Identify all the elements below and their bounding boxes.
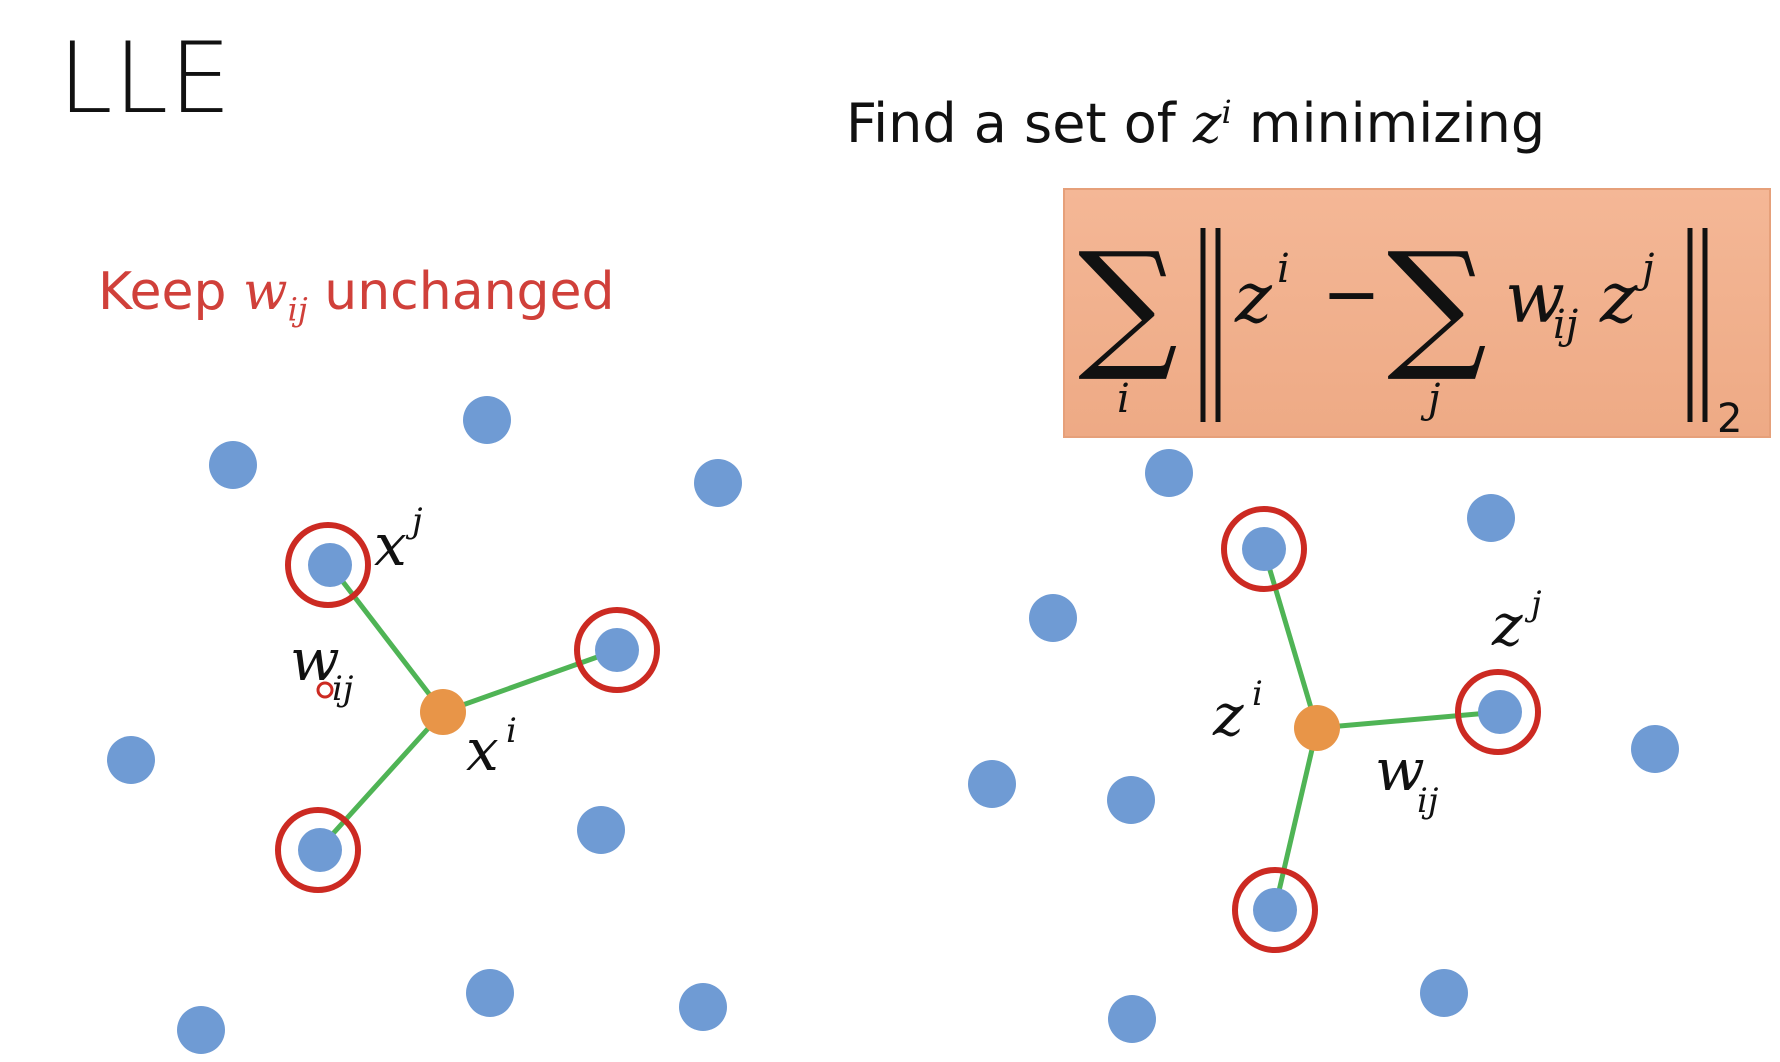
center-point-xi: [420, 689, 466, 735]
edge-xi-neighbor-1: [328, 563, 445, 714]
neighbor-ring: [1221, 506, 1307, 592]
data-point: [679, 983, 727, 1031]
edge-xi-neighbor-3: [318, 710, 445, 850]
neighbor-point: [595, 628, 639, 672]
formula-zj: z: [1599, 257, 1638, 339]
data-point: [1467, 494, 1515, 542]
data-point: [177, 1006, 225, 1054]
label-zi-sup: i: [1252, 674, 1263, 714]
neighbor-ring: [574, 607, 660, 693]
left-diagram: x j w ij x i: [107, 396, 742, 1054]
objective-prefix: Find a set of: [846, 92, 1176, 155]
left-neighbors: [275, 522, 660, 893]
objective-variable: zi: [1192, 92, 1232, 155]
edge-zi-neighbor-3: [1272, 727, 1320, 909]
objective-text: Find a set of zi minimizing: [846, 92, 1545, 155]
keep-prefix: Keep: [98, 262, 227, 322]
formula-w-sub: ij: [1553, 302, 1578, 348]
right-points: [968, 449, 1679, 1043]
label-xj-sup: j: [405, 501, 423, 541]
objective-formula: ∑ i z i − ∑ j w ij z j 2: [1078, 223, 1742, 442]
neighbor-point: [1478, 690, 1522, 734]
norm-subscript: 2: [1717, 396, 1742, 442]
data-point: [1145, 449, 1193, 497]
data-point: [694, 459, 742, 507]
edge-xi-neighbor-2: [442, 647, 618, 715]
sum-symbol-i: ∑: [1078, 223, 1178, 386]
objective-formula-box: [1063, 188, 1771, 438]
data-point: [107, 736, 155, 784]
left-labels: x j w ij x i: [290, 501, 517, 784]
data-point: [1108, 995, 1156, 1043]
formula-minus: −: [1322, 253, 1381, 335]
neighbor-ring: [275, 807, 361, 893]
label-wij: w: [1375, 736, 1425, 804]
sum-index-i: i: [1117, 376, 1130, 422]
data-point: [466, 969, 514, 1017]
right-diagram: z i z j w ij: [968, 449, 1679, 1043]
formula-zi-sup: i: [1277, 246, 1290, 292]
cursor-indicator: [316, 681, 334, 699]
formula-zj-sup: j: [1634, 246, 1654, 292]
right-edges: [1261, 549, 1501, 909]
data-point: [968, 760, 1016, 808]
neighbor-ring: [1232, 867, 1318, 953]
objective-suffix: minimizing: [1248, 92, 1546, 155]
label-wij-sub: ij: [332, 669, 354, 709]
right-labels: z i z j w ij: [1212, 584, 1542, 821]
sum-symbol-j: ∑: [1387, 223, 1487, 386]
label-xi: x: [466, 716, 499, 784]
label-zj: z: [1491, 591, 1523, 659]
data-point: [209, 441, 257, 489]
label-wij-sub: ij: [1417, 781, 1439, 821]
label-zj-sup: j: [1524, 584, 1542, 624]
label-wij: w: [290, 626, 340, 694]
left-points: [107, 396, 742, 1054]
data-point: [1420, 969, 1468, 1017]
data-point: [1631, 725, 1679, 773]
data-point: [463, 396, 511, 444]
data-point: [1107, 776, 1155, 824]
keep-variable: wij: [243, 262, 308, 329]
neighbor-point: [1253, 888, 1297, 932]
formula-zi: z: [1234, 257, 1273, 339]
neighbor-point: [1242, 527, 1286, 571]
keep-suffix: unchanged: [324, 262, 615, 322]
page-title: LLE: [58, 22, 233, 136]
data-point: [577, 806, 625, 854]
neighbor-point: [308, 543, 352, 587]
edge-zi-neighbor-2: [1316, 709, 1501, 731]
label-zi: z: [1212, 681, 1244, 749]
right-neighbors: [1221, 506, 1541, 953]
neighbor-point: [298, 828, 342, 872]
neighbor-ring: [285, 522, 371, 608]
label-xj: x: [374, 511, 407, 579]
label-xi-sup: i: [506, 711, 517, 751]
center-point-zi: [1294, 705, 1340, 751]
left-edges: [318, 563, 618, 850]
neighbor-ring: [1455, 669, 1541, 755]
edge-zi-neighbor-1: [1261, 549, 1320, 729]
formula-w: w: [1505, 257, 1565, 339]
keep-weights-text: Keep wij unchanged: [98, 262, 615, 328]
data-point: [1029, 594, 1077, 642]
